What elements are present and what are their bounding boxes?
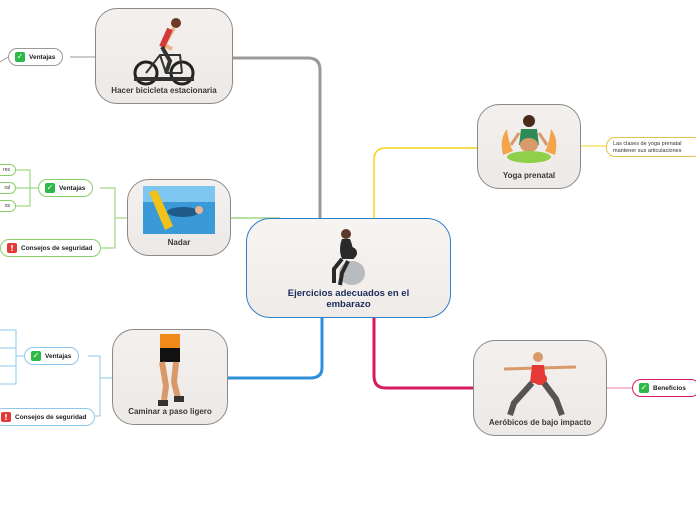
central-topic[interactable]: Ejercicios adecuados en el embarazo: [246, 218, 451, 318]
warning-icon: !: [1, 412, 11, 422]
topic-nadar-label: Nadar: [167, 238, 191, 247]
check-icon: ✓: [31, 351, 41, 361]
bici-ventajas-pill[interactable]: ✓ Ventajas: [8, 48, 64, 66]
prenatal-yoga-image: [497, 111, 561, 169]
nadar-item-1[interactable]: res: [0, 164, 16, 176]
caminar-consejos-label: Consejos de seguridad: [15, 413, 87, 421]
yoga-note[interactable]: Las clases de yoga prenatal mantener sus…: [606, 137, 696, 157]
nadar-item-3[interactable]: os: [0, 200, 16, 212]
topic-aerobicos[interactable]: Aeróbicos de bajo impacto: [473, 340, 607, 436]
nadar-item-2[interactable]: ral: [0, 182, 16, 194]
branch-caminar: [228, 318, 324, 380]
topic-bicicleta-label: Hacer bicicleta estacionaria: [111, 86, 217, 95]
svg-text:!: !: [4, 413, 8, 422]
topic-yoga[interactable]: Yoga prenatal: [477, 104, 581, 189]
topic-caminar-label: Caminar a paso ligero: [128, 407, 212, 416]
branch-yoga: [373, 147, 478, 218]
walking-legs-image: [150, 334, 190, 408]
check-icon: ✓: [45, 183, 55, 193]
nadar-ventajas-label: Ventajas: [59, 184, 86, 192]
aerobicos-beneficios-label: Beneficios: [653, 384, 686, 392]
topic-yoga-label: Yoga prenatal: [502, 171, 556, 180]
svg-text:!: !: [10, 244, 14, 253]
aerobicos-beneficios-pill[interactable]: ✓ Beneficios: [632, 379, 696, 397]
nadar-consejos-pill[interactable]: ! Consejos de seguridad: [0, 239, 101, 257]
branch-aerobicos: [372, 318, 474, 390]
yoga-note-line1: Las clases de yoga prenatal: [613, 141, 682, 147]
caminar-consejos-pill[interactable]: ! Consejos de seguridad: [0, 408, 95, 426]
pregnant-woman-ball-image: [324, 225, 374, 289]
stationary-bike-image: [132, 15, 196, 87]
central-title: Ejercicios adecuados en el embarazo: [287, 288, 410, 310]
bici-ventajas-label: Ventajas: [29, 53, 56, 61]
topic-aerobicos-label: Aeróbicos de bajo impacto: [488, 418, 592, 427]
check-icon: ✓: [639, 383, 649, 393]
nadar-ventajas-pill[interactable]: ✓ Ventajas: [38, 179, 94, 197]
caminar-ventajas-label: Ventajas: [45, 352, 72, 360]
topic-bicicleta[interactable]: Hacer bicicleta estacionaria: [95, 8, 233, 104]
branch-bicicleta: [232, 56, 322, 218]
topic-caminar[interactable]: Caminar a paso ligero: [112, 329, 228, 425]
nadar-consejos-label: Consejos de seguridad: [21, 244, 93, 252]
topic-nadar[interactable]: Nadar: [127, 179, 231, 256]
yoga-note-line2: mantener sus articulaciones: [613, 148, 682, 154]
swimming-image: [143, 186, 215, 234]
warning-icon: !: [7, 243, 17, 253]
check-icon: ✓: [15, 52, 25, 62]
caminar-ventajas-pill[interactable]: ✓ Ventajas: [24, 347, 80, 365]
aerobics-image: [500, 349, 580, 417]
